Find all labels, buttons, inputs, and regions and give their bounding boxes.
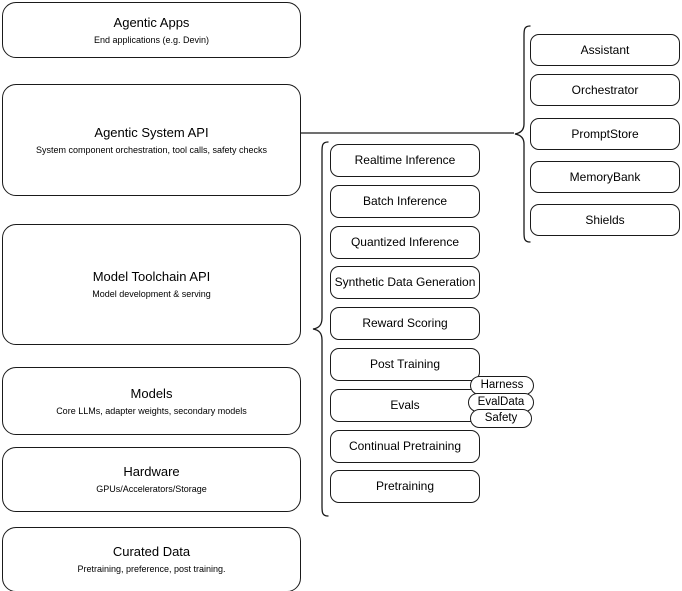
brace-toolchain-components (303, 140, 333, 518)
evals-badge-label: Safety (484, 412, 518, 424)
system-component-promptstore[interactable]: PromptStore (530, 118, 680, 150)
system-component-orchestrator[interactable]: Orchestrator (530, 74, 680, 106)
toolchain-component-evals[interactable]: Evals (330, 389, 480, 422)
stack-layer-title: Model Toolchain API (92, 269, 211, 284)
evals-badge-evaldata[interactable]: EvalData (468, 393, 534, 412)
toolchain-component-post-training[interactable]: Post Training (330, 348, 480, 381)
component-label: Post Training (369, 357, 441, 371)
stack-layer-curated-data[interactable]: Curated Data Pretraining, preference, po… (2, 527, 301, 591)
stack-layer-subtitle: Core LLMs, adapter weights, secondary mo… (56, 405, 247, 416)
evals-badge-label: EvalData (477, 396, 525, 408)
stack-layer-subtitle: Pretraining, preference, post training. (77, 564, 226, 574)
toolchain-component-synthetic-data-generation[interactable]: Synthetic Data Generation (330, 266, 480, 299)
component-label: PromptStore (571, 126, 639, 141)
component-label: Orchestrator (571, 82, 639, 97)
component-label: Reward Scoring (362, 316, 448, 330)
component-label: Assistant (580, 42, 630, 57)
component-label: Synthetic Data Generation (334, 275, 476, 289)
stack-layer-title: Agentic System API (94, 124, 209, 140)
stack-layer-model-toolchain-api[interactable]: Model Toolchain API Model development & … (2, 224, 301, 345)
brace-system-components (508, 24, 538, 246)
stack-layer-title: Curated Data (112, 544, 191, 559)
evals-badge-label: Harness (480, 379, 524, 391)
stack-layer-agentic-apps[interactable]: Agentic Apps End applications (e.g. Devi… (2, 2, 301, 58)
stack-layer-subtitle: End applications (e.g. Devin) (93, 34, 210, 45)
stack-layer-agentic-system-api[interactable]: Agentic System API System component orch… (2, 84, 301, 196)
stack-layer-title: Models (130, 385, 173, 401)
stack-layer-title: Hardware (123, 464, 180, 479)
component-label: Quantized Inference (350, 235, 460, 249)
component-label: Batch Inference (362, 194, 448, 208)
stack-layer-subtitle: System component orchestration, tool cal… (35, 144, 268, 155)
stack-layer-subtitle: GPUs/Accelerators/Storage (96, 484, 207, 494)
system-component-shields[interactable]: Shields (530, 204, 680, 236)
evals-badge-safety[interactable]: Safety (470, 409, 532, 428)
toolchain-component-continual-pretraining[interactable]: Continual Pretraining (330, 430, 480, 463)
system-component-memorybank[interactable]: MemoryBank (530, 161, 680, 193)
toolchain-component-reward-scoring[interactable]: Reward Scoring (330, 307, 480, 340)
toolchain-component-realtime-inference[interactable]: Realtime Inference (330, 144, 480, 177)
toolchain-component-batch-inference[interactable]: Batch Inference (330, 185, 480, 218)
component-label: Realtime Inference (354, 153, 456, 167)
stack-layer-models[interactable]: Models Core LLMs, adapter weights, secon… (2, 367, 301, 435)
stack-layer-subtitle: Model development & serving (92, 289, 211, 299)
toolchain-component-quantized-inference[interactable]: Quantized Inference (330, 226, 480, 259)
stack-layer-hardware[interactable]: Hardware GPUs/Accelerators/Storage (2, 447, 301, 512)
component-label: Shields (585, 212, 625, 227)
stack-layer-title: Agentic Apps (113, 14, 190, 30)
connector-system-api-to-components (301, 126, 516, 142)
component-label: Evals (390, 398, 420, 412)
component-label: Continual Pretraining (348, 439, 462, 453)
component-label: Pretraining (375, 479, 435, 493)
toolchain-component-pretraining[interactable]: Pretraining (330, 470, 480, 503)
component-label: MemoryBank (569, 169, 641, 184)
system-component-assistant[interactable]: Assistant (530, 34, 680, 66)
